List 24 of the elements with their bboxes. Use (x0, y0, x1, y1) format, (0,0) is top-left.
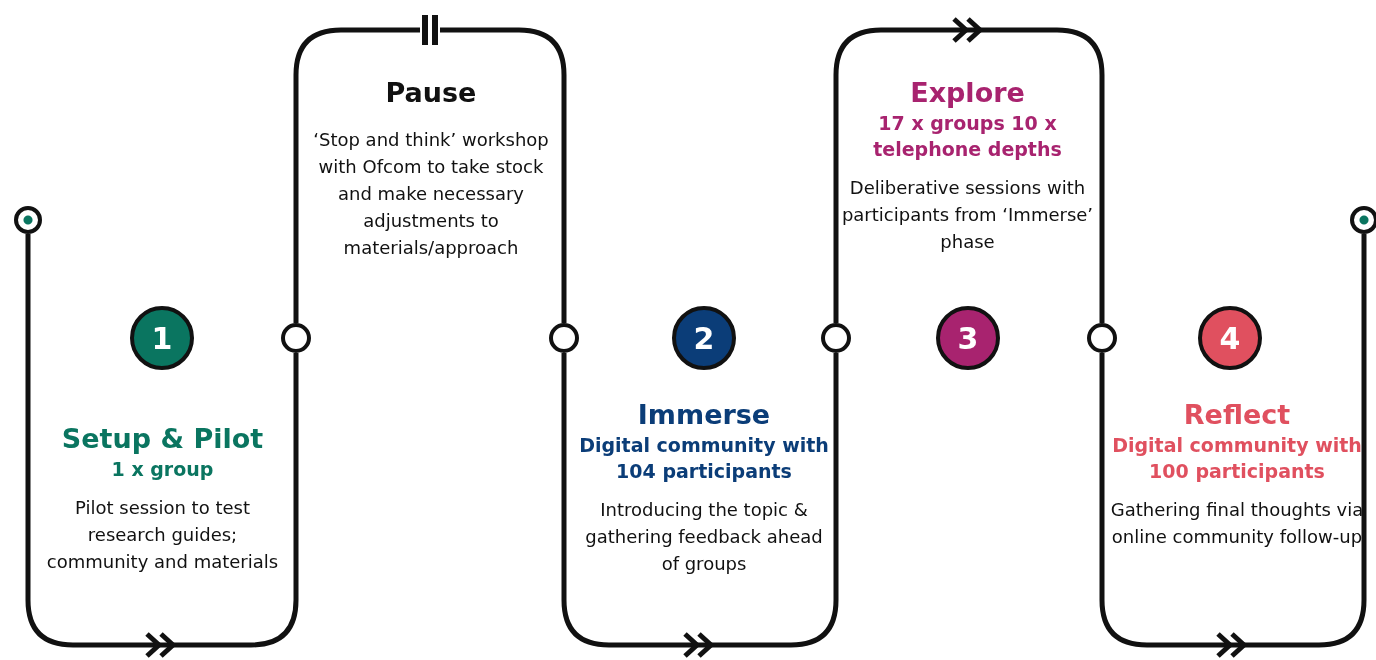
phase-description: Introducing the topic & gathering feedback ahead of groups (584, 498, 824, 576)
phase-title: Reflect (1182, 398, 1292, 432)
phase-title: Explore (909, 76, 1026, 110)
step-number: 3 (936, 306, 1000, 370)
phase-description: Gathering final thoughts via online community follow-up (1109, 498, 1365, 549)
timeline-junction (821, 323, 851, 353)
timeline-junction (281, 323, 311, 353)
phase-subtitle: Digital community with 100 participants (1111, 433, 1363, 484)
step-number: 4 (1198, 306, 1262, 370)
step-number: 1 (130, 306, 194, 370)
phase-description: ‘Stop and think’ workshop with Ofcom to take stock and make necessary adjustments to materials/approach (312, 128, 550, 260)
step-number: 2 (672, 306, 736, 370)
phase-title: Immerse (636, 398, 772, 432)
phase-subtitle: Digital community with 104 participants (578, 433, 830, 484)
timeline-endpoint (14, 206, 42, 234)
phase-description: Deliberative sessions with participants from ‘Immerse’ phase (840, 176, 1095, 254)
timeline-endpoint (1350, 206, 1376, 234)
phase-subtitle: 17 x groups 10 x telephone depths (872, 111, 1063, 162)
phase-title: Setup & Pilot (60, 422, 265, 456)
timeline-junction (549, 323, 579, 353)
phase-title: Pause (384, 76, 478, 110)
phase-description: Pilot session to test research guides; community and materials (45, 496, 280, 574)
timeline-junction (1087, 323, 1117, 353)
phase-subtitle: 1 x group (110, 457, 215, 482)
